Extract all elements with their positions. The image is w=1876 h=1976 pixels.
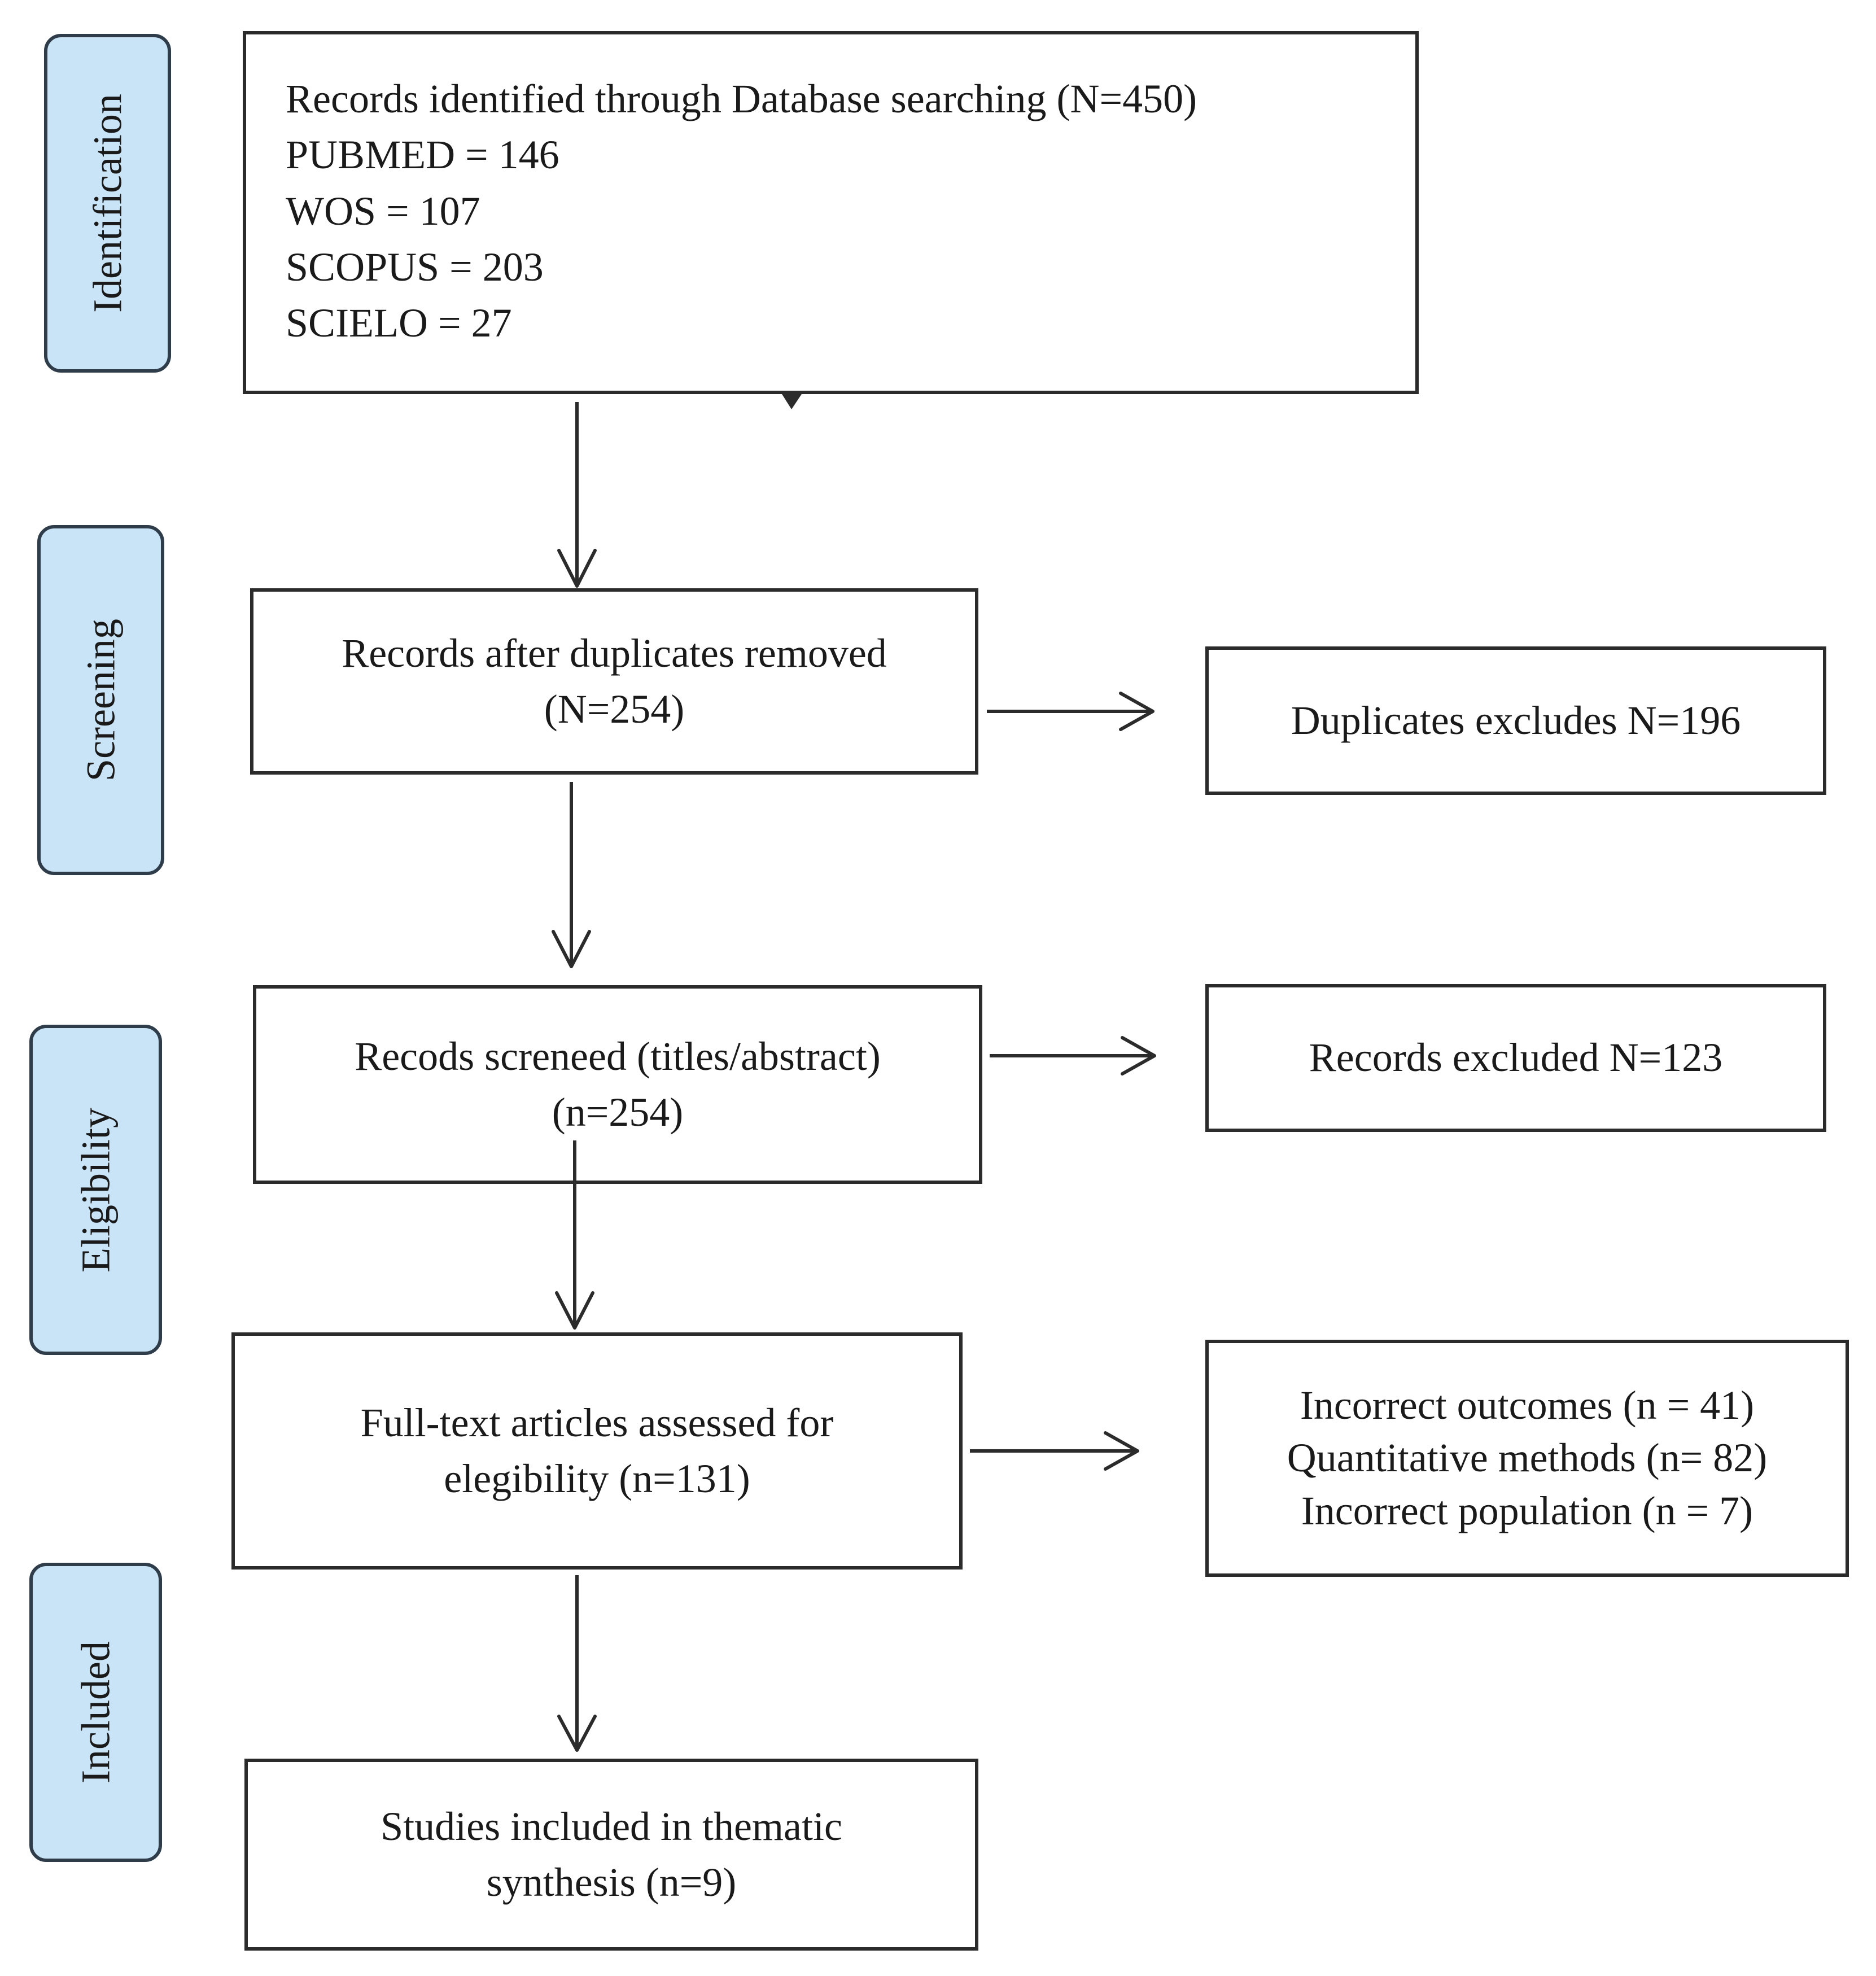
fulltext-exclusions-box: Incorrect outcomes (n = 41) Quantitative… [1205, 1340, 1849, 1577]
records-identified-box: Records identified through Database sear… [243, 31, 1419, 394]
studies-included-box: Studies included in thematic synthesis (… [244, 1759, 978, 1951]
duplicates-excluded-text: Duplicates excludes N=196 [1291, 697, 1741, 743]
full-text-line1: Full-text articles assessed for [360, 1400, 834, 1445]
records-excluded-box: Records excluded N=123 [1205, 984, 1826, 1132]
phase-eligibility: Eligibility [29, 1025, 162, 1355]
records-excluded-text: Records excluded N=123 [1309, 1035, 1723, 1081]
arrow-to-duplicates-excluded [987, 692, 1155, 731]
after-duplicates-line1: Records after duplicates removed [342, 630, 887, 676]
exclusion-incorrect-outcomes: Incorrect outcomes (n = 41) [1300, 1382, 1755, 1428]
arrow-to-fulltext-exclusions [970, 1431, 1139, 1471]
records-identified-title: Records identified through Database sear… [286, 76, 1197, 121]
arrow-identified-to-after-duplicates [557, 402, 597, 588]
arrow-to-records-excluded [990, 1036, 1156, 1076]
source-wos: WOS = 107 [286, 188, 480, 234]
arrow-full-text-to-included [557, 1575, 597, 1752]
phase-included: Included [29, 1563, 162, 1862]
exclusion-incorrect-population: Incorrect population (n = 7) [1301, 1488, 1753, 1533]
phase-identification: Identification [44, 34, 171, 373]
full-text-assessed-box: Full-text articles assessed for elegibil… [231, 1332, 963, 1570]
screened-line2: (n=254) [552, 1090, 684, 1135]
box1-notch [782, 394, 802, 409]
exclusion-quantitative-methods: Quantitative methods (n= 82) [1287, 1435, 1768, 1481]
records-screened-box: Recods screneed (titles/abstract) (n=254… [253, 985, 982, 1184]
screened-line1: Recods screneed (titles/abstract) [355, 1033, 881, 1079]
records-after-duplicates-box: Records after duplicates removed (N=254) [250, 588, 978, 775]
included-line2: synthesis (n=9) [486, 1860, 737, 1905]
included-line1: Studies included in thematic [381, 1803, 842, 1849]
duplicates-excluded-box: Duplicates excludes N=196 [1205, 646, 1826, 795]
source-scielo: SCIELO = 27 [286, 300, 512, 346]
source-scopus: SCOPUS = 203 [286, 244, 544, 290]
full-text-line2: elegibility (n=131) [444, 1456, 750, 1501]
arrow-after-duplicates-to-screened [552, 782, 591, 968]
phase-screening: Screening [37, 525, 164, 875]
arrow-screened-to-full-text [555, 1140, 594, 1330]
after-duplicates-line2: (N=254) [544, 687, 685, 732]
source-pubmed: PUBMED = 146 [286, 132, 559, 178]
